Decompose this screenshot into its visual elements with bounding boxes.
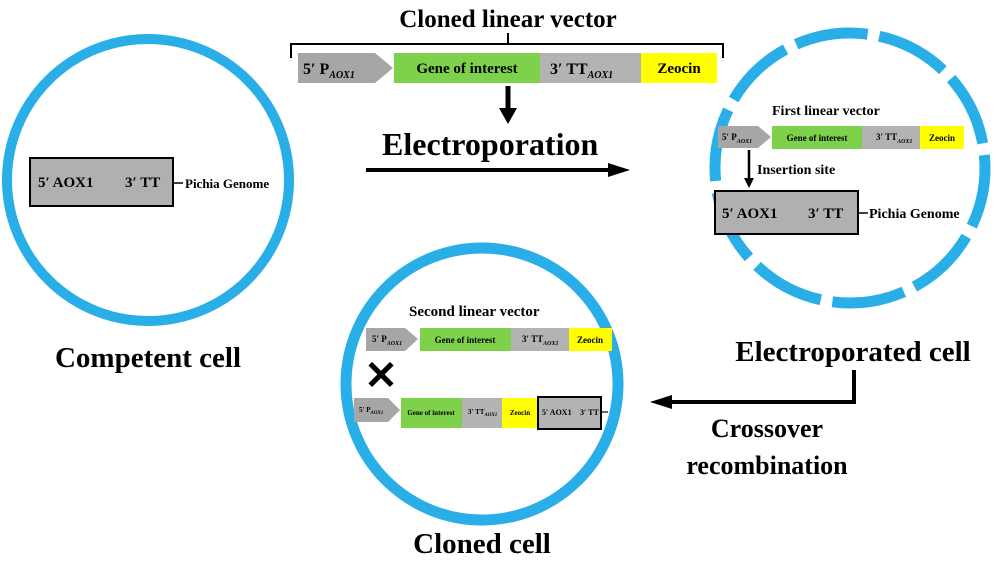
int-promoter-arrow [354, 398, 400, 422]
int-zeocin-label: Zeocin [510, 409, 530, 417]
int-genome-right: 3′ TT [580, 408, 599, 417]
terminator-box [540, 53, 641, 83]
electroporation-label: Electroporation [382, 126, 598, 162]
int-terminator-label: 3′ TTAOX1 [468, 408, 497, 418]
competent-genome-box [29, 157, 174, 207]
electroporated-cell-group: First linear vector 5′ PAOX1 Gene of int… [709, 27, 991, 368]
competent-genome-right: 3′ TT [125, 175, 160, 191]
ep-genome-label: Pichia Genome [869, 207, 960, 222]
cl-promoter-arrow [366, 328, 418, 351]
membrane-segment [911, 233, 972, 292]
electroporated-cell-membrane [709, 27, 991, 309]
crossover-step: Crossover recombination [650, 370, 856, 480]
electroporated-cell-caption: Electroporated cell [735, 336, 970, 368]
zeocin-label: Zeocin [657, 61, 701, 77]
insertion-arrow-head [744, 178, 754, 188]
electroporation-step: Electroporation [366, 126, 630, 177]
cl-gene-label: Gene of interest [435, 335, 496, 345]
competent-genome-left: 5′ AOX1 [38, 175, 93, 191]
crossover-arrow-shaft [670, 370, 856, 404]
cl-terminator-box [511, 328, 569, 351]
ep-promoter-arrow [718, 126, 771, 148]
insertion-site-label: Insertion site [757, 163, 835, 178]
ep-genome-box [714, 190, 859, 235]
ep-zeocin-label: Zeocin [929, 133, 955, 143]
first-vector-title: First linear vector [772, 104, 880, 119]
competent-cell-caption: Competent cell [55, 342, 241, 374]
cloned-cell-membrane [340, 242, 624, 526]
ep-gene-box [772, 126, 862, 149]
membrane-segment [793, 27, 869, 50]
gene-label: Gene of interest [416, 61, 517, 77]
membrane-segment [709, 107, 734, 182]
zeocin-box [641, 53, 717, 83]
cl-terminator-label: 3′ TTAOX1 [522, 334, 558, 347]
electroporation-arrow-head [608, 163, 630, 177]
membrane-segment [877, 30, 947, 75]
int-zeocin-box [502, 398, 538, 428]
crossover-label-line1: Crossover [711, 414, 823, 443]
cl-promoter-label: 5′ PAOX1 [372, 334, 402, 347]
cloned-cell-caption: Cloned cell [413, 528, 551, 558]
membrane-segment [966, 154, 991, 229]
ep-terminator-label: 3′ TTAOX1 [876, 132, 912, 145]
cloned-linear-vector-group: Cloned linear vector 5′ PAOX1 Gene of in… [290, 6, 724, 124]
promoter-arrow [298, 53, 393, 83]
ep-zeocin-box [920, 126, 964, 149]
ep-genome-right: 3′ TT [808, 206, 843, 222]
cl-zeocin-box [569, 328, 612, 351]
int-gene-label: Gene of interest [407, 409, 455, 417]
membrane-segment [753, 261, 823, 306]
terminator-label: 3′ TTAOX1 [550, 61, 613, 81]
competent-genome-label: Pichia Genome [185, 176, 269, 191]
membrane-segment [728, 44, 789, 103]
crossover-x-icon: ✕ [364, 353, 398, 398]
gene-box [394, 53, 540, 83]
int-promoter-label: 5′ PAOX1 [359, 406, 383, 416]
crossover-label-line2: recombination [686, 451, 848, 480]
competent-cell-membrane [2, 34, 294, 326]
competent-cell-group: 5′ AOX1 3′ TT Pichia Genome Competent ce… [2, 34, 294, 374]
ep-promoter-label: 5′ PAOX1 [722, 132, 752, 145]
membrane-segment [946, 74, 989, 145]
membrane-segment [831, 286, 907, 309]
int-gene-box [401, 398, 462, 428]
ep-genome-left: 5′ AOX1 [722, 206, 777, 222]
ep-gene-label: Gene of interest [787, 133, 848, 143]
cl-zeocin-label: Zeocin [577, 335, 603, 345]
down-arrow-head [499, 108, 517, 124]
cl-gene-box [420, 328, 511, 351]
promoter-label: 5′ PAOX1 [303, 61, 355, 81]
ep-terminator-box [862, 126, 920, 149]
second-vector-title: Second linear vector [409, 304, 540, 320]
int-terminator-box [462, 398, 502, 428]
cloned-cell-group: Second linear vector 5′ PAOX1 Gene of in… [340, 242, 624, 560]
int-genome-box [537, 396, 602, 430]
crossover-arrow-head [650, 395, 672, 409]
top-title: Cloned linear vector [399, 6, 617, 33]
int-genome-left: 5′ AOX1 [542, 408, 572, 417]
